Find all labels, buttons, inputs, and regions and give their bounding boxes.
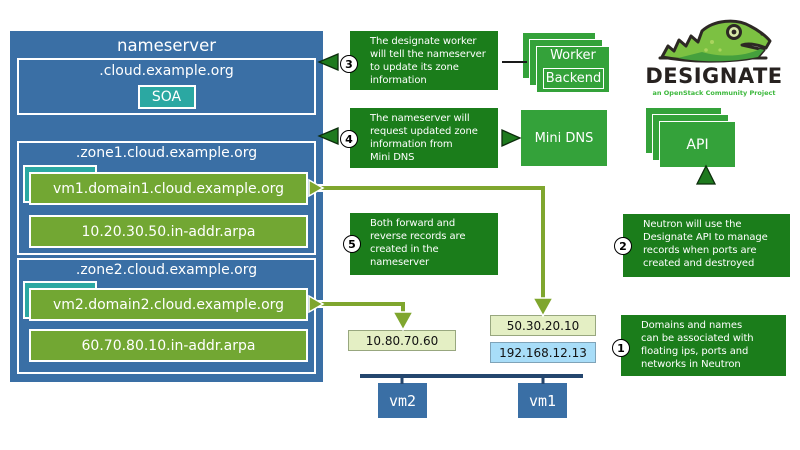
- designate-tagline: an OpenStack Community Project: [652, 89, 776, 97]
- zone1-box: .zone1.cloud.example.org vm1.domain1.clo…: [17, 141, 316, 255]
- zone2-forward-record: vm2.domain2.cloud.example.org: [29, 288, 308, 321]
- step3-text: The designate worker will tell the names…: [370, 36, 486, 86]
- zone1-reverse-record: 10.20.30.50.in-addr.arpa: [29, 215, 308, 248]
- mini-dns-box: Mini DNS: [520, 109, 608, 167]
- zone2-box: .zone2.cloud.example.org vm2.domain2.clo…: [17, 258, 316, 374]
- step3-callout: The designate worker will tell the names…: [350, 31, 498, 90]
- vm1-floating-ip-label: 50.30.20.10: [490, 315, 596, 336]
- step1-number-badge: 1: [612, 339, 630, 357]
- step5-text: Both forward and reverse records are cre…: [370, 218, 466, 268]
- nameserver-panel: nameserver .cloud.example.org SOA .zone1…: [10, 31, 323, 382]
- vm1-record-arrowhead-icon: [531, 297, 555, 318]
- step3-number-badge: 3: [340, 55, 358, 73]
- step1-callout: Domains and names can be associated with…: [621, 315, 786, 376]
- minidns-arrow-icon: [501, 128, 522, 148]
- step5-number-badge: 5: [343, 235, 361, 253]
- vm1-fixed-ip-label: 192.168.12.13: [490, 342, 596, 363]
- backend-box: Backend: [543, 68, 604, 89]
- step2-callout: Neutron will use the Designate API to ma…: [623, 214, 790, 277]
- soa-zone-box: .cloud.example.org SOA: [17, 58, 316, 115]
- zone2-label: .zone2.cloud.example.org: [75, 262, 258, 278]
- zone1-label: .zone1.cloud.example.org: [75, 145, 258, 161]
- step4-callout: The nameserver will request updated zone…: [350, 108, 498, 168]
- vm2-floating-ip-label: 10.80.70.60: [348, 330, 456, 351]
- soa-record-chip: SOA: [137, 85, 196, 109]
- designate-logo-crocodile-icon: [658, 19, 772, 63]
- step4-text: The nameserver will request updated zone…: [370, 113, 478, 163]
- neutron-to-api-arrow-icon: [695, 164, 717, 185]
- zone2-reverse-record: 60.70.80.10.in-addr.arpa: [29, 329, 308, 362]
- step2-number-badge: 2: [614, 237, 632, 255]
- worker-label: Worker: [550, 48, 596, 63]
- step1-text: Domains and names can be associated with…: [641, 320, 754, 370]
- step2-text: Neutron will use the Designate API to ma…: [643, 219, 768, 269]
- api-box: API: [659, 121, 736, 168]
- designate-wordmark: DESIGNATE: [645, 64, 783, 88]
- step4-number-badge: 4: [340, 130, 358, 148]
- vm2-box: vm2: [378, 383, 427, 418]
- soa-zone-label: .cloud.example.org: [99, 63, 234, 79]
- zone1-forward-record: vm1.domain1.cloud.example.org: [29, 172, 308, 205]
- vm1-box: vm1: [518, 383, 567, 418]
- worker-card: Worker Backend: [536, 46, 610, 93]
- vm2-record-arrowhead-icon: [391, 311, 415, 332]
- nameserver-title: nameserver: [116, 36, 217, 55]
- step5-callout: Both forward and reverse records are cre…: [350, 213, 498, 275]
